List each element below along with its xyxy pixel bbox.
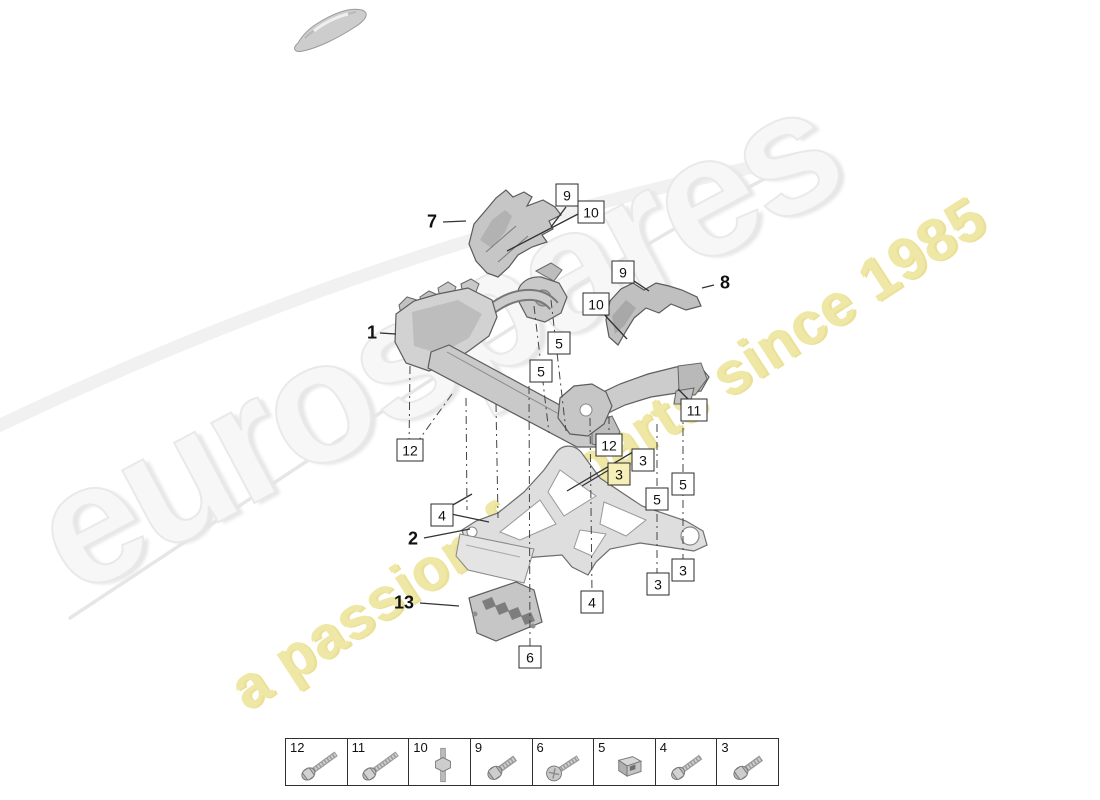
callout-box-3[interactable]: 3 xyxy=(631,448,655,472)
bolt-medium-icon xyxy=(663,745,715,785)
callout-box-5[interactable]: 5 xyxy=(529,359,553,383)
callout-box-12[interactable]: 12 xyxy=(396,438,424,462)
callout-box-3[interactable]: 3 xyxy=(607,462,631,486)
part-label-heat-shield-upper[interactable]: 7 xyxy=(426,211,438,232)
bolt-short-icon xyxy=(479,745,531,785)
callout-box-3[interactable]: 3 xyxy=(646,572,670,596)
legend-item-number: 5 xyxy=(598,740,606,755)
callout-box-11[interactable]: 11 xyxy=(680,398,708,422)
part-label-heat-shield-right[interactable]: 8 xyxy=(719,272,731,293)
fastener-legend: 12 11 10 9 6 5 4 3 xyxy=(285,738,779,786)
bolt-long-icon xyxy=(294,745,346,785)
stud-icon xyxy=(417,745,469,785)
screw-pan-icon xyxy=(540,745,592,785)
callout-box-4[interactable]: 4 xyxy=(580,590,604,614)
callout-box-9[interactable]: 9 xyxy=(611,260,635,284)
car-silhouette-icon xyxy=(294,8,367,52)
assembly-dash-lines xyxy=(408,299,684,649)
legend-item-number: 6 xyxy=(536,740,544,755)
legend-item-12[interactable]: 12 xyxy=(286,739,347,785)
legend-item-11[interactable]: 11 xyxy=(346,739,409,785)
legend-item-number: 4 xyxy=(659,740,667,755)
callout-box-10[interactable]: 10 xyxy=(577,200,605,224)
legend-item-5[interactable]: 5 xyxy=(593,739,655,785)
legend-item-number: 12 xyxy=(290,740,305,755)
callout-box-12[interactable]: 12 xyxy=(595,433,623,457)
bolt-long-icon xyxy=(355,745,407,785)
part-label-underbody-brace[interactable]: 2 xyxy=(407,528,419,549)
leader-lines xyxy=(379,206,715,607)
part-label-subframe[interactable]: 1 xyxy=(366,322,378,343)
legend-item-6[interactable]: 6 xyxy=(531,739,594,785)
part-heat-shield-upper[interactable] xyxy=(468,189,562,278)
part-label-bracket-plate[interactable]: 13 xyxy=(393,592,415,613)
callout-box-10[interactable]: 10 xyxy=(582,292,610,316)
bolt-short-icon xyxy=(725,745,777,785)
callout-box-6[interactable]: 6 xyxy=(518,645,542,669)
legend-item-number: 11 xyxy=(351,740,366,755)
legend-item-3[interactable]: 3 xyxy=(716,739,778,785)
legend-item-number: 9 xyxy=(474,740,483,755)
callout-box-5[interactable]: 5 xyxy=(671,472,695,496)
callout-box-4[interactable]: 4 xyxy=(430,503,454,527)
callout-box-9[interactable]: 9 xyxy=(555,183,579,207)
part-center-bracket[interactable] xyxy=(557,383,613,437)
part-underbody-brace[interactable] xyxy=(455,445,708,584)
legend-item-10[interactable]: 10 xyxy=(408,739,470,785)
legend-item-4[interactable]: 4 xyxy=(654,739,717,785)
legend-item-9[interactable]: 9 xyxy=(469,739,532,785)
legend-item-number: 3 xyxy=(721,740,729,755)
part-heat-shield-right[interactable] xyxy=(605,282,702,346)
callout-box-5[interactable]: 5 xyxy=(645,487,669,511)
legend-item-number: 10 xyxy=(413,740,428,755)
callout-box-3[interactable]: 3 xyxy=(671,558,695,582)
callout-box-5[interactable]: 5 xyxy=(547,331,571,355)
nut-square-icon xyxy=(602,745,654,785)
part-bracket-plate[interactable] xyxy=(468,581,543,642)
